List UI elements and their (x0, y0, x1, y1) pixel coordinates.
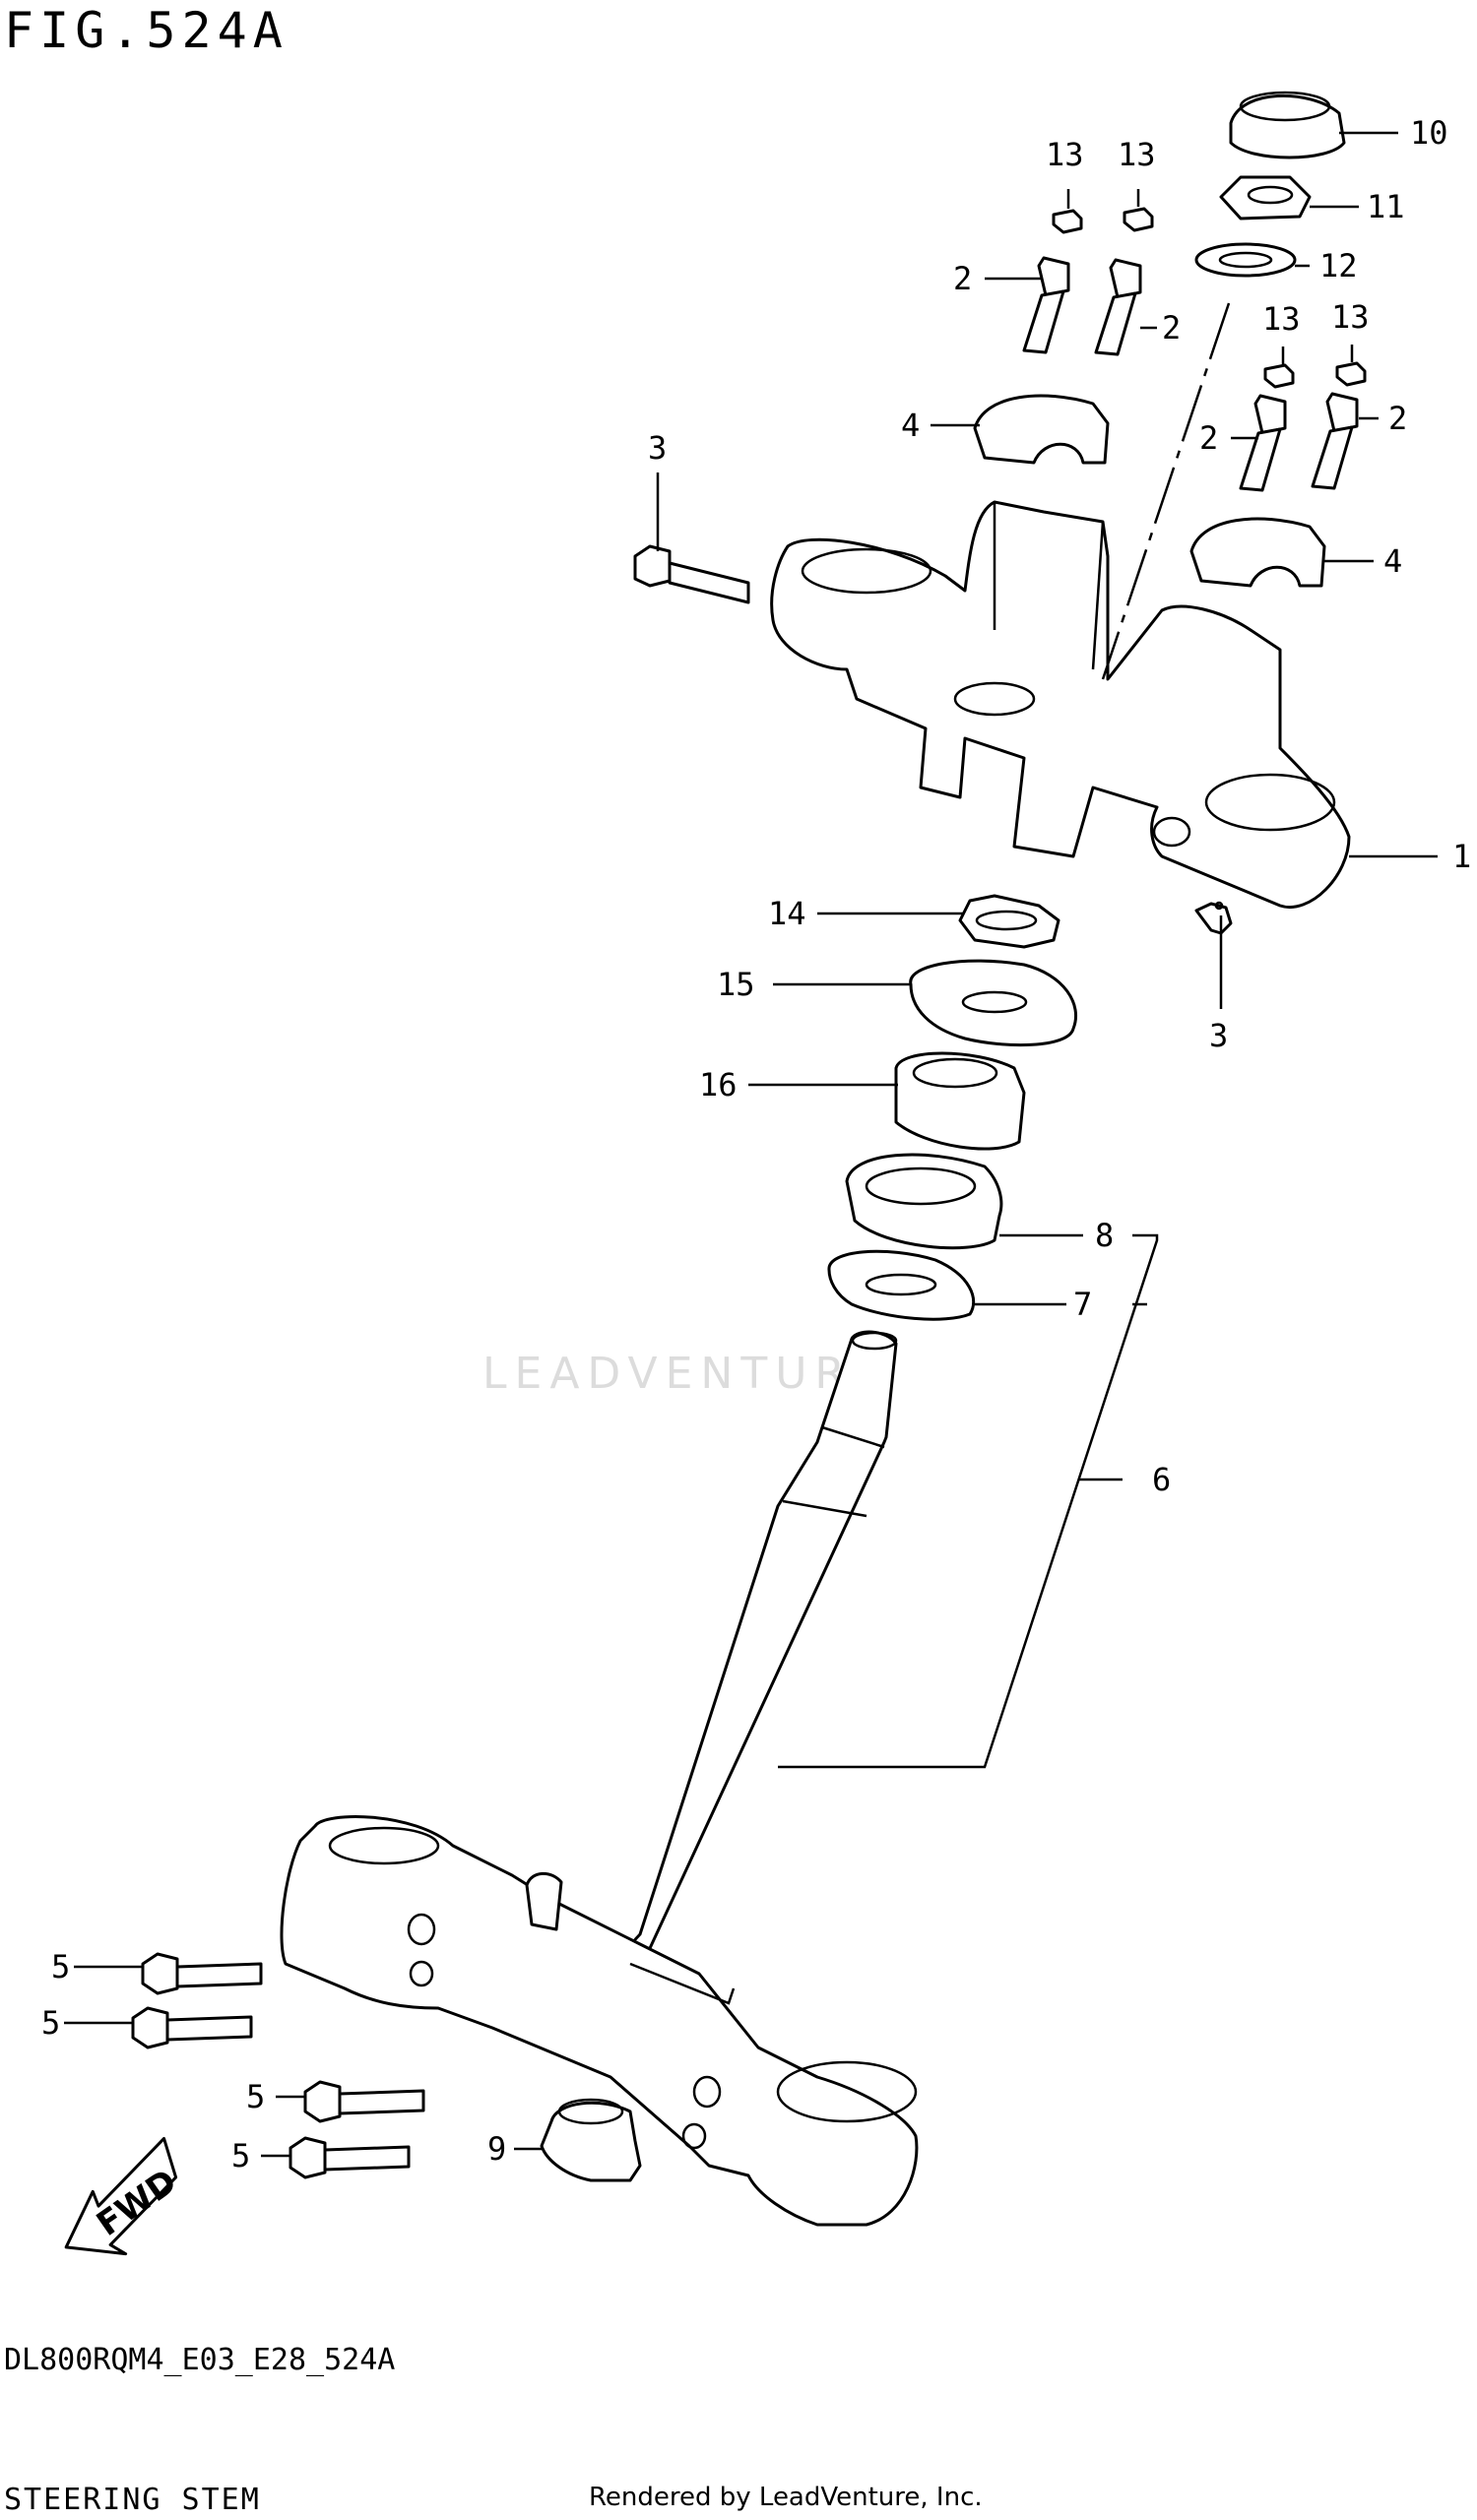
render-credit: Rendered by LeadVenture, Inc. (589, 2483, 983, 2512)
callout-2a: 2 (953, 260, 972, 297)
callout-2d: 2 (1388, 400, 1407, 437)
part-11-nut (1219, 175, 1312, 220)
part-3-bolt-right (1194, 901, 1233, 935)
part-12-washer (1194, 242, 1297, 278)
callout-11: 11 (1367, 188, 1405, 225)
section-name: STEERING STEM (4, 2483, 261, 2517)
model-code: DL800RQM4_E03_E28_524A (4, 2343, 396, 2377)
watermark: LEADVENTURE (482, 1349, 888, 1399)
callout-4a: 4 (901, 407, 920, 444)
part-13-caps (1052, 207, 1367, 389)
leader-lines (64, 131, 1438, 2158)
fwd-arrow-icon: FWD (64, 2136, 184, 2256)
callout-5d: 5 (231, 2137, 250, 2174)
part-16-seal (894, 1051, 1026, 1151)
figure-title: FIG.524A (4, 2, 289, 59)
callout-15: 15 (717, 966, 755, 1003)
part-2-bolts (1022, 256, 1359, 492)
callout-12: 12 (1319, 247, 1358, 284)
callout-5c: 5 (246, 2078, 265, 2115)
part-9-cap (540, 2098, 642, 2182)
callout-13b: 13 (1118, 136, 1156, 173)
callout-3b: 3 (1209, 1017, 1228, 1054)
part-14-nut (958, 894, 1060, 949)
callout-13d: 13 (1331, 298, 1370, 336)
callout-3a: 3 (648, 429, 667, 467)
callout-9: 9 (487, 2130, 506, 2168)
callout-8: 8 (1095, 1217, 1114, 1254)
callout-labels: 10 11 12 13 13 13 13 2 2 2 2 4 4 3 3 1 1… (41, 114, 1471, 2174)
callout-7: 7 (1073, 1286, 1092, 1323)
part-10-cap (1229, 91, 1346, 159)
callout-2c: 2 (1199, 419, 1218, 457)
part-3-bolt-left (633, 544, 750, 604)
callout-5a: 5 (51, 1948, 70, 1985)
callout-16: 16 (699, 1066, 738, 1103)
callout-10: 10 (1410, 114, 1448, 152)
part-15-washer (909, 959, 1078, 1047)
part-4-holders (973, 394, 1326, 588)
callout-1: 1 (1452, 838, 1471, 875)
callout-5b: 5 (41, 2004, 60, 2042)
part-1-upper-bracket (770, 500, 1351, 909)
callout-14: 14 (768, 895, 806, 932)
callout-4b: 4 (1383, 542, 1402, 580)
part-6-steering-stem (280, 1330, 919, 2227)
part-5-bolts (131, 1952, 425, 2179)
part-7-washer (827, 1249, 976, 1321)
callout-13c: 13 (1262, 300, 1301, 338)
callout-2b: 2 (1162, 309, 1181, 346)
part-8-bearing (845, 1153, 1003, 1250)
callout-6: 6 (1152, 1461, 1171, 1498)
callout-13a: 13 (1046, 136, 1084, 173)
